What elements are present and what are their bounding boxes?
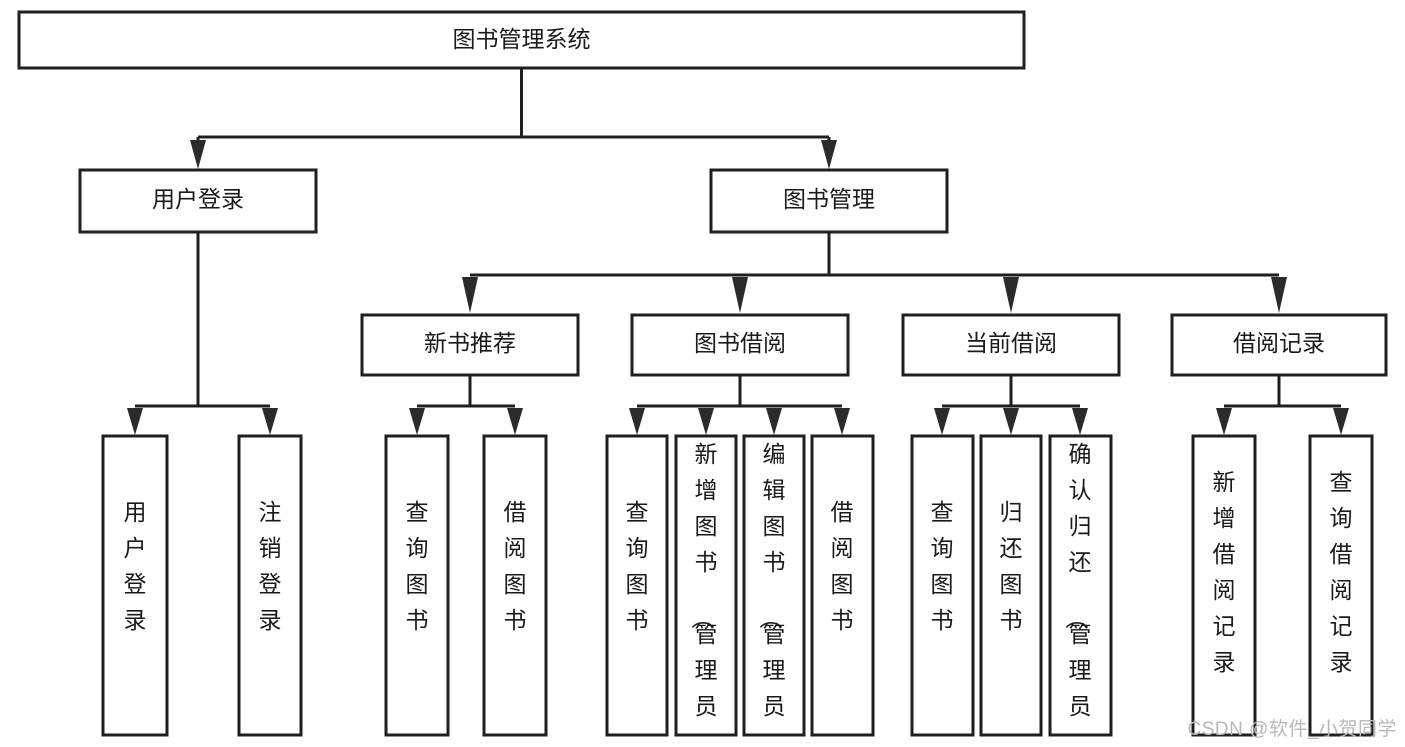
node-leaf-user-login-box[interactable]	[101, 434, 169, 737]
node-leaf-borrow-book-1-box[interactable]	[482, 434, 548, 737]
arrow-head-icon-book-borrow	[732, 277, 748, 313]
node-leaf-confirm-return[interactable]: 确认归还（管理员）	[1048, 434, 1113, 747]
arrow-head-icon-leaf-add-book	[698, 408, 714, 435]
node-leaf-add-record-label: 新增借阅记录	[1213, 469, 1236, 675]
node-leaf-borrow-book-1-label: 借阅图书	[504, 499, 527, 633]
arrow-head-icon-leaf-logout-login	[262, 408, 278, 435]
arrow-head-icon-current-borrow	[1003, 277, 1019, 313]
node-root-box[interactable]	[17, 10, 1026, 70]
node-book-borrow[interactable]: 图书借阅	[630, 313, 850, 377]
arrow-head-icon-leaf-add-record	[1216, 408, 1232, 435]
node-current-borrow[interactable]: 当前借阅	[901, 313, 1121, 377]
arrow-head-icon-leaf-query-record	[1333, 408, 1349, 435]
node-leaf-add-record-box[interactable]	[1191, 434, 1257, 737]
node-leaf-edit-book[interactable]: 编辑图书（管理员）	[742, 434, 806, 747]
arrow-head-icon-leaf-confirm-return	[1072, 408, 1088, 435]
node-new-book-recommend-label: 新书推荐	[424, 330, 516, 356]
node-borrow-record[interactable]: 借阅记录	[1170, 313, 1388, 377]
edge-layer	[127, 68, 1349, 435]
node-book-management[interactable]: 图书管理	[709, 168, 949, 234]
arrow-head-icon-leaf-return-book	[1003, 408, 1019, 435]
node-leaf-add-book-box[interactable]	[674, 434, 738, 737]
node-user-login[interactable]: 用户登录	[78, 168, 318, 234]
node-leaf-query-book-3-box[interactable]	[910, 434, 975, 737]
node-leaf-query-record-label: 查询借阅记录	[1330, 469, 1353, 675]
node-book-management-box[interactable]	[709, 168, 949, 234]
node-root-label: 图书管理系统	[453, 26, 591, 52]
node-user-login-box[interactable]	[78, 168, 318, 234]
node-leaf-borrow-book-1[interactable]: 借阅图书	[482, 434, 548, 737]
arrow-head-icon-leaf-borrow-book-1	[507, 408, 523, 435]
node-leaf-add-book[interactable]: 新增图书（管理员）	[674, 434, 738, 747]
arrow-head-icon-leaf-query-book-1	[409, 408, 425, 435]
node-leaf-query-book-1[interactable]: 查询图书	[384, 434, 450, 737]
node-leaf-borrow-book-2-label: 借阅图书	[831, 499, 854, 633]
arrow-head-icon-leaf-borrow-book-2	[834, 408, 850, 435]
node-leaf-edit-book-box[interactable]	[742, 434, 806, 737]
node-leaf-logout-login-label: 注销登录	[259, 499, 282, 633]
node-leaf-confirm-return-label: 确认归还（管理员）	[1064, 441, 1092, 747]
node-leaf-query-book-2-box[interactable]	[605, 434, 669, 737]
arrow-head-icon-leaf-edit-book	[766, 408, 782, 435]
node-leaf-query-book-1-label: 查询图书	[406, 499, 429, 633]
node-leaf-logout-login[interactable]: 注销登录	[237, 434, 303, 737]
node-leaf-confirm-return-box[interactable]	[1048, 434, 1113, 737]
node-book-borrow-label: 图书借阅	[694, 330, 786, 356]
arrow-head-icon-leaf-query-book-2	[629, 408, 645, 435]
node-leaf-user-login-label: 用户登录	[124, 499, 147, 633]
node-leaf-user-login[interactable]: 用户登录	[101, 434, 169, 737]
node-leaf-query-book-3[interactable]: 查询图书	[910, 434, 975, 737]
node-new-book-recommend-box[interactable]	[360, 313, 580, 377]
arrow-head-icon-leaf-user-login	[127, 408, 143, 435]
node-leaf-return-book-box[interactable]	[979, 434, 1043, 737]
node-leaf-query-book-1-box[interactable]	[384, 434, 450, 737]
node-root[interactable]: 图书管理系统	[17, 10, 1026, 70]
node-current-borrow-label: 当前借阅	[965, 330, 1057, 356]
node-new-book-recommend[interactable]: 新书推荐	[360, 313, 580, 377]
arrow-head-icon-leaf-query-book-3	[934, 408, 950, 435]
node-leaf-add-record[interactable]: 新增借阅记录	[1191, 434, 1257, 737]
node-book-management-label: 图书管理	[783, 186, 875, 212]
arrow-head-icon-user-login	[190, 140, 206, 169]
arrow-head-icon-new-book-recommend	[462, 277, 478, 313]
node-leaf-return-book[interactable]: 归还图书	[979, 434, 1043, 737]
arrow-head-icon-borrow-record	[1271, 277, 1287, 313]
node-borrow-record-box[interactable]	[1170, 313, 1388, 377]
arrow-head-icon-book-management	[821, 140, 837, 169]
node-leaf-query-book-2-label: 查询图书	[626, 499, 649, 633]
node-current-borrow-box[interactable]	[901, 313, 1121, 377]
node-leaf-logout-login-box[interactable]	[237, 434, 303, 737]
node-leaf-query-book-3-label: 查询图书	[931, 499, 954, 633]
node-leaf-query-record-box[interactable]	[1308, 434, 1374, 737]
node-leaf-edit-book-label: 编辑图书（管理员）	[758, 441, 786, 747]
node-leaf-borrow-book-2-box[interactable]	[810, 434, 875, 737]
node-leaf-add-book-label: 新增图书（管理员）	[690, 441, 718, 747]
node-borrow-record-label: 借阅记录	[1233, 330, 1325, 356]
node-leaf-return-book-label: 归还图书	[1000, 499, 1023, 633]
node-leaf-borrow-book-2[interactable]: 借阅图书	[810, 434, 875, 737]
node-leaf-query-record[interactable]: 查询借阅记录	[1308, 434, 1374, 737]
node-book-borrow-box[interactable]	[630, 313, 850, 377]
node-leaf-query-book-2[interactable]: 查询图书	[605, 434, 669, 737]
node-user-login-label: 用户登录	[152, 186, 244, 212]
